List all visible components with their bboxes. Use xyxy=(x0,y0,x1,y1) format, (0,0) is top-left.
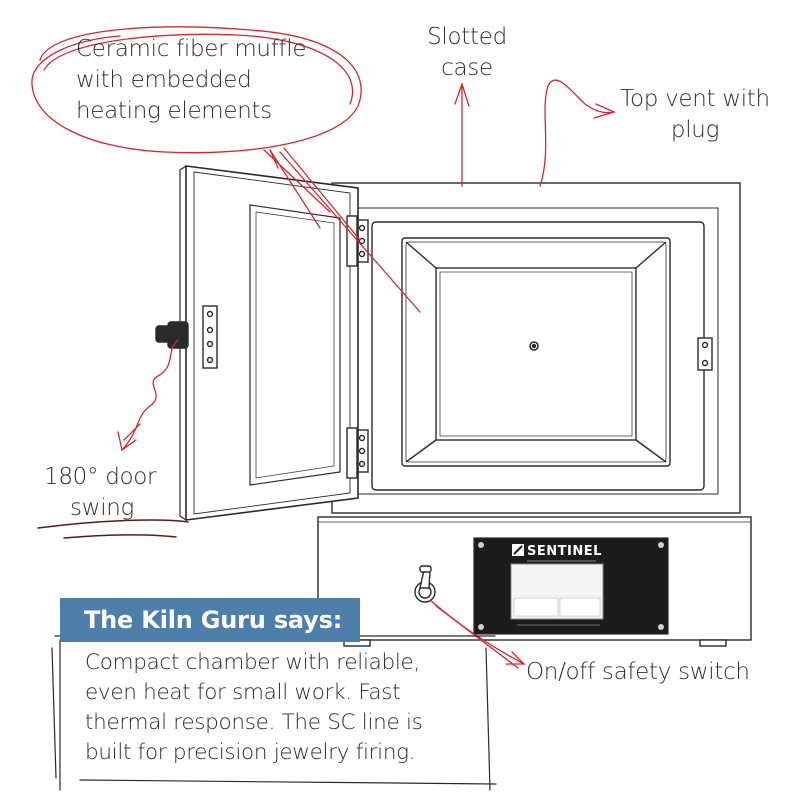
muffle-outer xyxy=(401,237,671,467)
door-swing-underline xyxy=(37,519,189,539)
door-swing-arrow xyxy=(121,339,179,451)
vent-callout-line-2: plug xyxy=(670,117,720,143)
guru-title: The Kiln Guru says: xyxy=(84,606,343,634)
case-callout-line-1: Slotted xyxy=(427,24,507,50)
peep-hole xyxy=(529,341,539,351)
vent-callout-line-1: Top vent with xyxy=(620,86,770,112)
door-handle xyxy=(155,321,189,349)
door-callout-line-1: 180° door xyxy=(44,464,157,490)
guru-title-banner: The Kiln Guru says: xyxy=(60,598,361,642)
muffle-callout-line-1: Ceramic fiber muffle xyxy=(76,36,307,62)
door xyxy=(179,165,359,521)
case-callout: Slotted case xyxy=(412,22,522,84)
switch-callout-text: On/off safety switch xyxy=(526,659,750,685)
muffle-back-wall xyxy=(435,267,637,441)
controller-brand: SENTINEL xyxy=(527,544,602,559)
guru-line-3: thermal response. The SC line is xyxy=(85,710,423,735)
hinge-bottom xyxy=(355,429,369,473)
switch-callout: On/off safety switch xyxy=(526,657,750,688)
vent-arrow xyxy=(539,79,615,187)
hinge-top xyxy=(355,219,369,263)
guru-line-2: even heat for small work. Fast xyxy=(85,680,401,705)
case-latch xyxy=(697,337,713,371)
guru-line-1: Compact chamber with reliable, xyxy=(85,650,420,675)
kiln-illustration xyxy=(155,165,752,647)
annotation-marks xyxy=(31,26,616,669)
kiln-case xyxy=(331,182,741,514)
door-callout-line-2: swing xyxy=(70,495,135,521)
safety-switch xyxy=(414,565,436,603)
muffle-callout-ellipse xyxy=(31,26,362,154)
muffle-callout-line-2: with embedded xyxy=(76,67,252,93)
muffle-arrow-chamber xyxy=(279,151,421,313)
controller-panel: SENTINEL xyxy=(473,537,669,635)
muffle-callout-line-3: heating elements xyxy=(76,98,272,124)
vent-callout: Top vent with plug xyxy=(610,84,780,146)
guru-line-4: built for precision jewelry firing. xyxy=(85,740,416,765)
muffle-callout: Ceramic fiber muffle with embedded heati… xyxy=(76,34,307,127)
case-callout-line-2: case xyxy=(441,55,493,81)
door-callout: 180° door swing xyxy=(44,462,194,524)
door-insulation-panel xyxy=(249,204,341,486)
guru-text: Compact chamber with reliable, even heat… xyxy=(85,648,485,768)
